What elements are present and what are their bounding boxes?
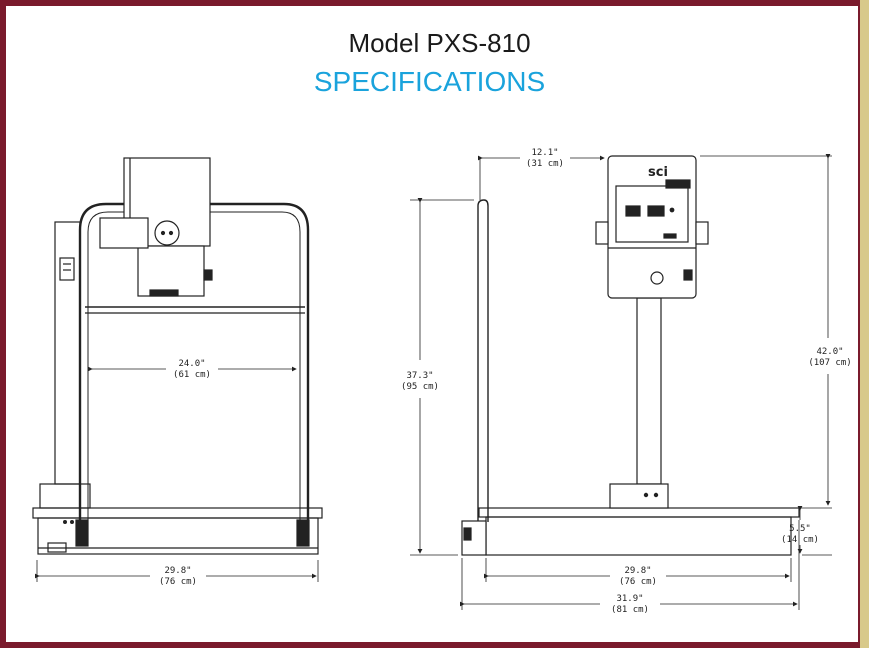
specifications-heading: SPECIFICATIONS	[313, 66, 546, 97]
front-column	[54, 221, 81, 485]
side-platform-height-cm: (14 cm)	[781, 535, 819, 545]
front-platform-body	[37, 517, 319, 555]
front-view-drawing	[32, 157, 323, 555]
side-platform-depth-dimension	[484, 558, 792, 582]
front-label-plate	[47, 542, 67, 553]
front-base-width-cm: (76 cm)	[159, 577, 197, 587]
front-head-lower	[137, 245, 205, 297]
side-total-height-cm: (107 cm)	[808, 358, 851, 368]
front-base-width-dimension	[35, 560, 319, 582]
side-handrail-post	[477, 199, 489, 522]
side-platform-depth-in: 29.8"	[624, 566, 651, 576]
brand-logo: sci	[648, 165, 668, 180]
front-mount-bracket	[99, 217, 149, 249]
side-total-height-in: 42.0"	[816, 347, 843, 357]
side-top-depth-dimension	[478, 155, 605, 200]
side-overall-depth-dimension	[460, 520, 800, 610]
side-view-drawing: sci	[461, 155, 800, 556]
side-column-base	[609, 483, 669, 509]
side-column	[636, 297, 662, 485]
side-platform-top	[478, 507, 800, 518]
side-rail-height-in: 37.3"	[406, 371, 433, 381]
front-column-panel	[59, 257, 75, 281]
side-platform-body	[485, 516, 792, 556]
side-rail-height-cm: (95 cm)	[401, 382, 439, 392]
front-left-foot	[75, 519, 89, 547]
side-platform-depth-cm: (76 cm)	[619, 577, 657, 587]
side-overall-depth-cm: (81 cm)	[611, 605, 649, 615]
side-overall-depth-in: 31.9"	[616, 594, 643, 604]
page-frame	[6, 6, 858, 642]
front-right-foot	[296, 519, 310, 547]
front-inner-width-cm: (61 cm)	[173, 370, 211, 380]
side-rail-height-dimension	[410, 198, 474, 556]
front-platform-top	[32, 507, 323, 519]
side-platform-height-dimension	[797, 506, 832, 554]
border-divider	[858, 0, 860, 648]
front-adjust-knob	[154, 220, 180, 246]
side-platform-height-in: 5.5"	[789, 524, 811, 534]
side-top-depth-cm: (31 cm)	[526, 159, 564, 169]
model-title: Model PXS-810	[348, 28, 531, 58]
side-accent-stripe	[860, 0, 869, 648]
side-total-height-dimension	[700, 154, 832, 556]
side-top-depth-in: 12.1"	[531, 148, 558, 158]
front-inner-width-in: 24.0"	[178, 359, 205, 369]
front-base-block	[39, 483, 91, 509]
front-base-width-in: 29.8"	[164, 566, 191, 576]
